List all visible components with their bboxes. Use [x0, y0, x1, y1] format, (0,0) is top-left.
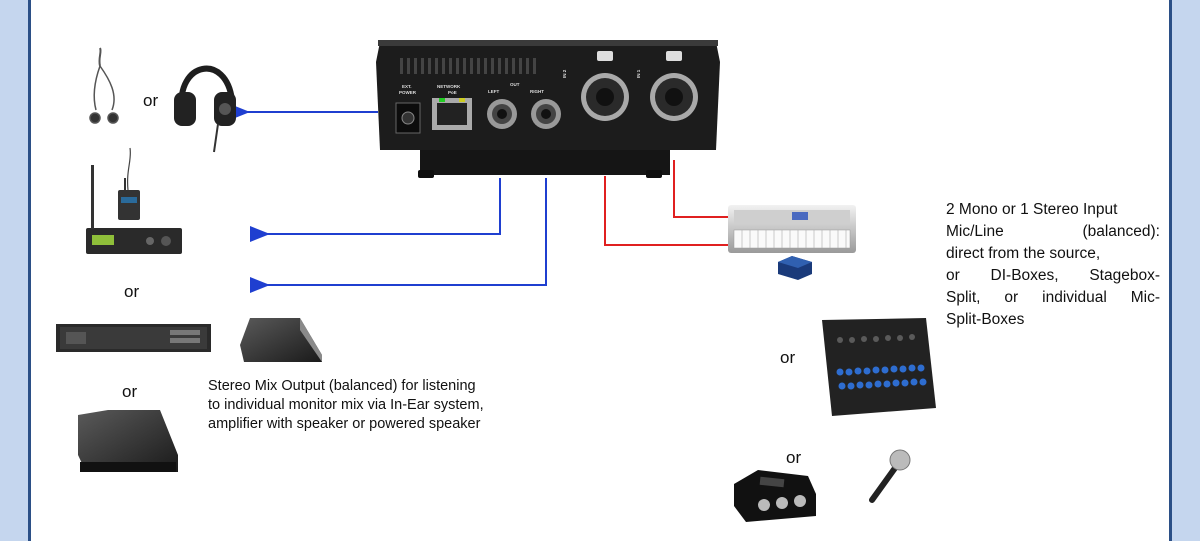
ethernet-port: [432, 98, 472, 130]
left-label: LEFT: [488, 89, 499, 94]
main-device-rear-panel: EXT. POWER NETWORK PoE OUT LEFT RIGHT IN…: [376, 40, 720, 178]
input-caption-line: Split, or individual Mic-: [946, 289, 1160, 306]
inear-output-line: [250, 178, 501, 242]
output-caption-line: amplifier with speaker or powered speake…: [208, 416, 481, 432]
wedge-speaker: [240, 318, 322, 362]
stagebox-split: [822, 318, 936, 416]
bodypack-receiver: [118, 147, 140, 220]
power-jack: [395, 102, 421, 134]
right-label: RIGHT: [530, 89, 544, 94]
output-caption-line: Stereo Mix Output (balanced) for listeni…: [208, 378, 476, 394]
headphones-icon: [174, 65, 236, 153]
vent-slots: [400, 58, 536, 74]
or-label-headphones: or: [143, 91, 159, 110]
wireless-receiver: [86, 165, 182, 254]
keyboard-instrument: [728, 205, 856, 253]
output-signal-lines: [230, 104, 547, 293]
output-caption: Stereo Mix Output (balanced) for listeni…: [208, 377, 484, 434]
or-label-stagebox: or: [780, 348, 796, 367]
di-box: [778, 256, 812, 280]
combo-input-2: [581, 51, 629, 121]
out-label: OUT: [510, 82, 520, 87]
in1-label: IN 1: [636, 69, 641, 78]
power-amplifier: [56, 324, 211, 352]
input-caption-line: Mic/Line (balanced):: [946, 223, 1160, 240]
ext-label-2: POWER: [399, 90, 417, 95]
input-2-line: [604, 176, 728, 246]
or-label-splitbox: or: [786, 448, 802, 467]
microphone-icon: [869, 449, 911, 503]
network-label-1: NETWORK: [437, 84, 461, 89]
input-1-line: [673, 160, 728, 218]
or-label-speaker: or: [122, 382, 138, 401]
or-label-receiver: or: [124, 282, 140, 301]
input-caption: 2 Mono or 1 Stereo Input Mic/Line (balan…: [946, 199, 1160, 331]
input-caption-line: or DI-Boxes, Stagebox-: [946, 267, 1160, 284]
input-caption-line: 2 Mono or 1 Stereo Input: [946, 201, 1118, 218]
output-caption-line: to individual monitor mix via In-Ear sys…: [208, 397, 484, 413]
combo-input-1: [650, 51, 698, 121]
right-output-jack: [531, 99, 561, 129]
right-frame-bar: [1169, 0, 1200, 541]
input-signal-lines: [604, 160, 728, 246]
in2-label: IN 2: [562, 69, 567, 78]
ext-label-1: EXT.: [402, 84, 412, 89]
left-frame-bar: [0, 0, 31, 541]
input-caption-line: direct from the source,: [946, 245, 1101, 262]
powered-speaker: [78, 410, 178, 472]
input-caption-line: Split-Boxes: [946, 311, 1025, 328]
mic-split-box: [734, 470, 816, 522]
in-ear-earphones: [89, 47, 119, 124]
network-label-2: PoE: [448, 90, 457, 95]
left-output-jack: [487, 99, 517, 129]
amp-output-line: [250, 178, 547, 293]
